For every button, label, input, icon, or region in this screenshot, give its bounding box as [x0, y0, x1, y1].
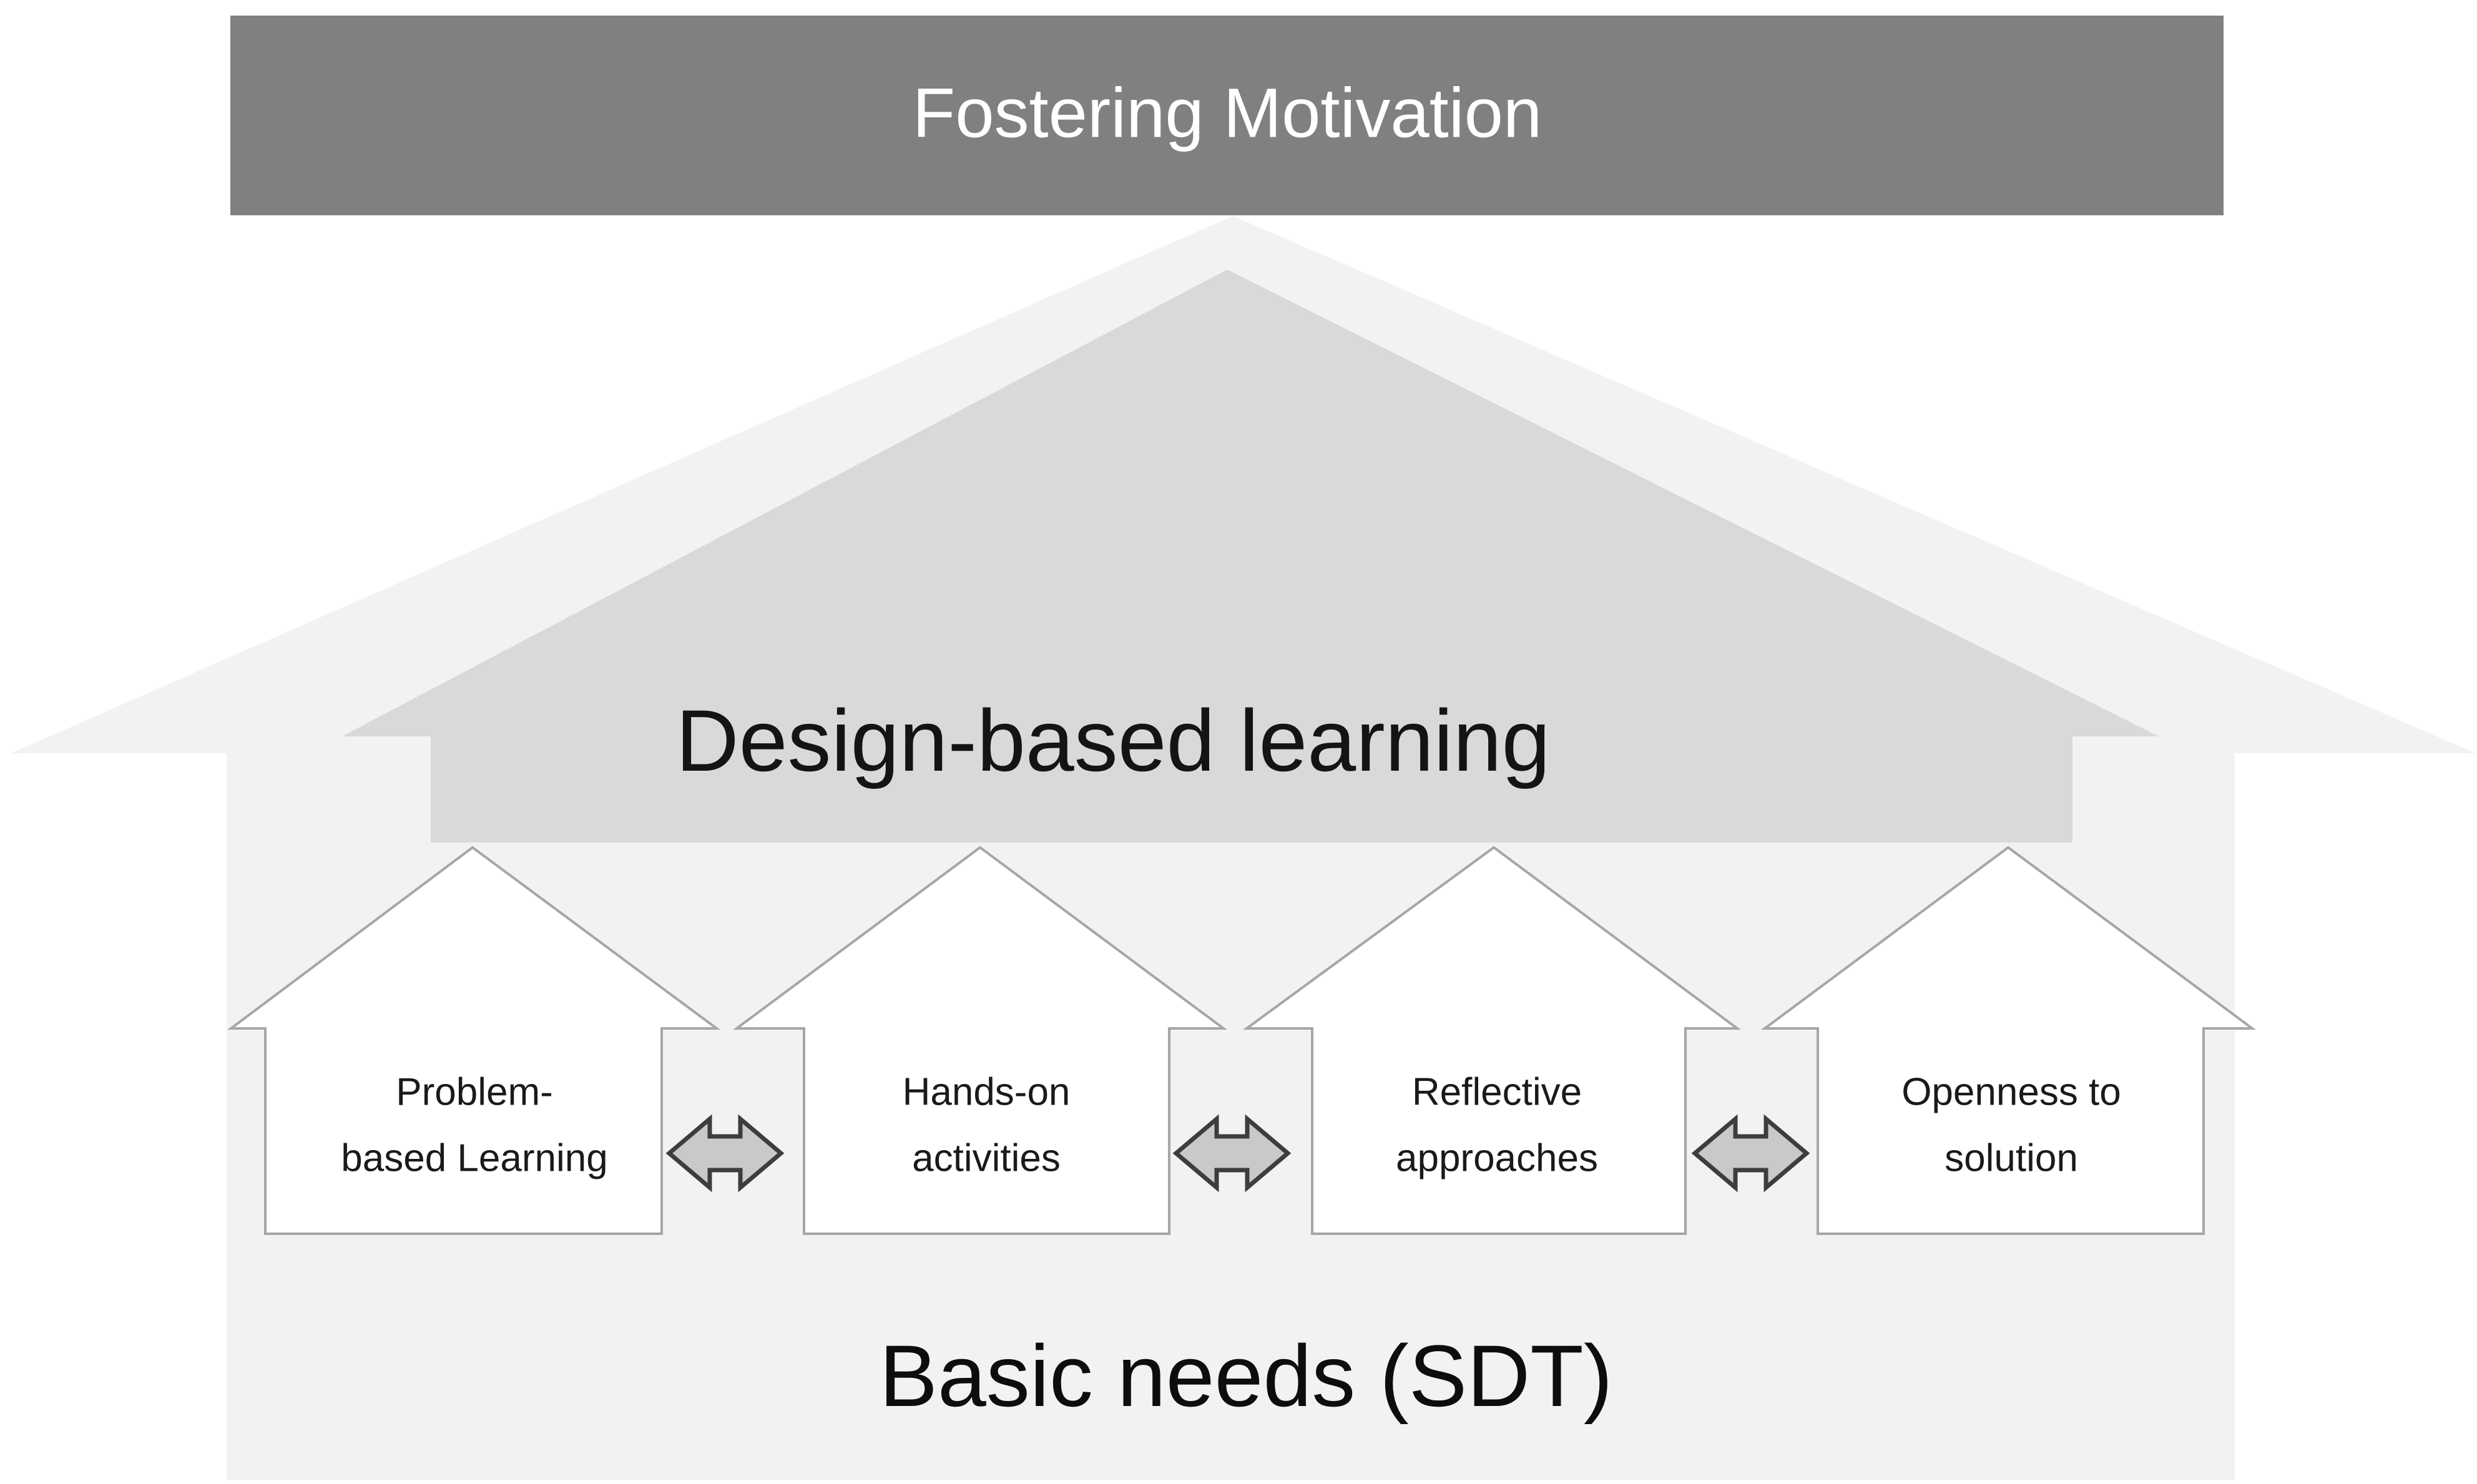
pillar-arrow-shape — [1760, 846, 2257, 1235]
design-based-learning-arrow-body — [342, 270, 2159, 842]
header-title: Fostering Motivation — [913, 74, 1542, 152]
double-headed-arrow-icon — [1691, 1114, 1810, 1193]
connector-3 — [1691, 1114, 1810, 1193]
design-based-learning-label: Design-based learning — [676, 691, 1551, 789]
pillar-arrow-shape — [1242, 846, 1742, 1235]
pillar-label-line2: approaches — [1396, 1136, 1598, 1179]
pillar-label-line1: Openness to — [1901, 1070, 2121, 1113]
double-headed-arrow-icon — [665, 1114, 785, 1193]
basic-needs-label: Basic needs (SDT) — [880, 1327, 1613, 1425]
pillar-problem-based-learning[interactable]: Problem- based Learning — [227, 846, 721, 1235]
pillar-label-line1: Hands-on — [903, 1070, 1071, 1113]
pillar-arrow-shape — [227, 846, 721, 1235]
pillar-label-line2: activities — [912, 1136, 1061, 1179]
pillar-label-line2: solution — [1945, 1136, 2078, 1179]
pillar-arrow-shape — [732, 846, 1228, 1235]
pillar-hands-on-activities[interactable]: Hands-on activities — [732, 846, 1228, 1235]
pillar-reflective-approaches[interactable]: Reflective approaches — [1242, 846, 1742, 1235]
pillar-openness-to-solution[interactable]: Openness to solution — [1760, 846, 2257, 1235]
pillar-label-line2: based Learning — [341, 1136, 607, 1179]
pillar-label-line1: Problem- — [396, 1070, 553, 1113]
connector-2 — [1172, 1114, 1292, 1193]
connector-1 — [665, 1114, 785, 1193]
double-headed-arrow-icon — [1172, 1114, 1292, 1193]
header-bar — [230, 16, 2224, 215]
pillar-label-line1: Reflective — [1412, 1070, 1582, 1113]
